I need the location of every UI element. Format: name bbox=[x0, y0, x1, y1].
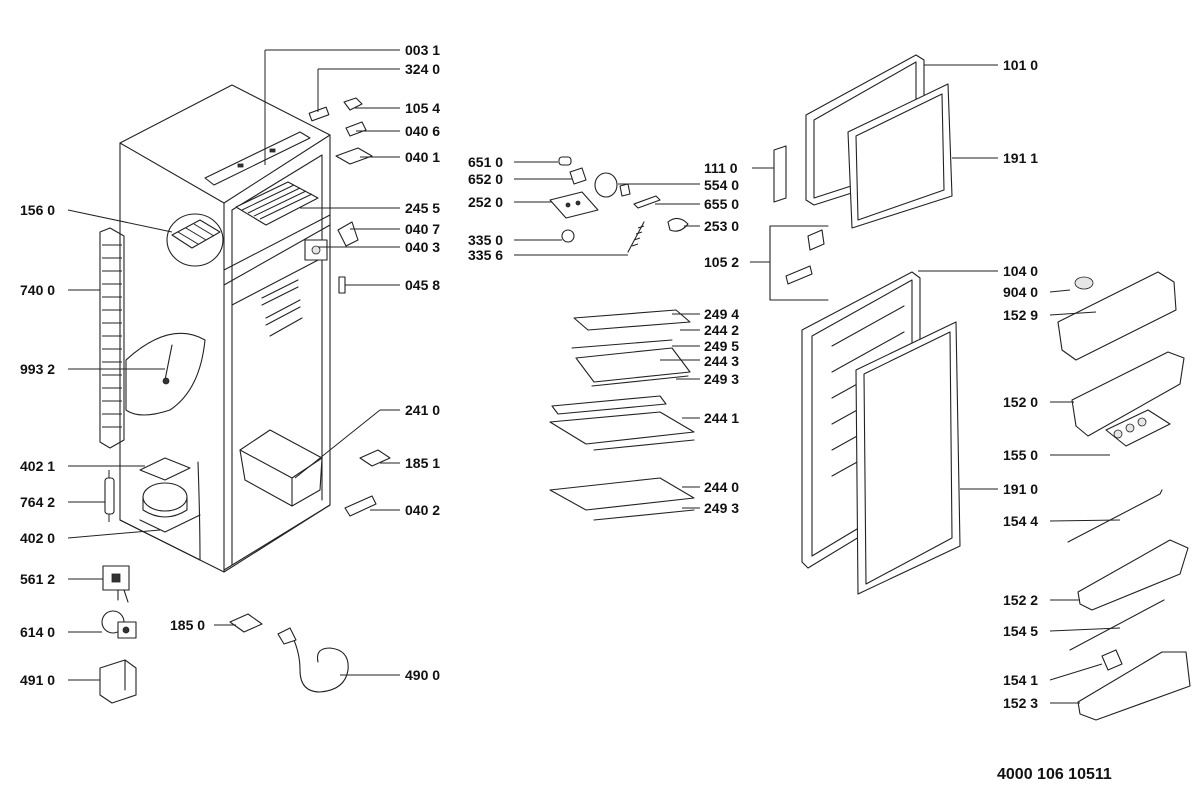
dryer-filter bbox=[104, 470, 115, 522]
small-parts bbox=[229, 97, 391, 633]
part-label: 993 2 bbox=[20, 361, 56, 377]
thermostat-parts bbox=[549, 156, 689, 253]
part-label: 651 0 bbox=[468, 154, 504, 170]
part-label: 152 0 bbox=[1003, 394, 1039, 410]
ice-tray-bubble bbox=[166, 213, 224, 267]
part-label: 402 0 bbox=[20, 530, 56, 546]
part-label: 003 1 bbox=[405, 42, 441, 58]
part-label: 045 8 bbox=[405, 277, 441, 293]
part-label: 904 0 bbox=[1003, 284, 1039, 300]
part-label: 152 3 bbox=[1003, 695, 1039, 711]
part-label: 185 0 bbox=[170, 617, 206, 633]
part-label: 040 7 bbox=[405, 221, 441, 237]
part-label: 249 5 bbox=[704, 338, 740, 354]
sensor-bubble bbox=[125, 332, 206, 416]
part-label: 191 0 bbox=[1003, 481, 1039, 497]
105-2-bracket bbox=[769, 225, 829, 301]
glass-shelves bbox=[549, 309, 695, 521]
part-label: 154 4 bbox=[1003, 513, 1039, 529]
part-label: 740 0 bbox=[20, 282, 56, 298]
part-label: 614 0 bbox=[20, 624, 56, 640]
part-label: 101 0 bbox=[1003, 57, 1039, 73]
part-label: 154 5 bbox=[1003, 623, 1039, 639]
part-label: 249 3 bbox=[704, 500, 740, 516]
part-label: 244 2 bbox=[704, 322, 740, 338]
part-label: 402 1 bbox=[20, 458, 56, 474]
freezer-door bbox=[773, 54, 953, 229]
document-number: 4000 106 10511 bbox=[997, 766, 1112, 783]
part-label: 244 3 bbox=[704, 353, 740, 369]
part-label: 154 1 bbox=[1003, 672, 1039, 688]
part-label: 111 0 bbox=[704, 160, 738, 176]
part-label: 491 0 bbox=[20, 672, 56, 688]
part-label: 040 1 bbox=[405, 149, 441, 165]
part-label: 241 0 bbox=[405, 402, 441, 418]
condenser-coil bbox=[99, 227, 125, 449]
part-label: 156 0 bbox=[20, 202, 56, 218]
cabinet-body bbox=[119, 84, 331, 573]
part-label: 652 0 bbox=[468, 171, 504, 187]
part-label: 335 0 bbox=[468, 232, 504, 248]
part-label: 152 2 bbox=[1003, 592, 1039, 608]
part-label: 249 4 bbox=[704, 306, 740, 322]
part-label: 105 2 bbox=[704, 254, 740, 270]
part-label: 105 4 bbox=[405, 100, 441, 116]
part-label: 764 2 bbox=[20, 494, 56, 510]
part-label: 655 0 bbox=[704, 196, 740, 212]
part-label: 561 2 bbox=[20, 571, 56, 587]
part-label: 253 0 bbox=[704, 218, 740, 234]
part-label: 324 0 bbox=[405, 61, 441, 77]
door-bins bbox=[1057, 271, 1191, 721]
part-label: 191 1 bbox=[1003, 150, 1039, 166]
part-label: 040 3 bbox=[405, 239, 441, 255]
part-label: 185 1 bbox=[405, 455, 441, 471]
part-label: 252 0 bbox=[468, 194, 504, 210]
leader-lines bbox=[67, 49, 1121, 704]
power-cord bbox=[277, 627, 349, 693]
part-label: 244 1 bbox=[704, 410, 740, 426]
part-label: 249 3 bbox=[704, 371, 740, 387]
part-label: 155 0 bbox=[1003, 447, 1039, 463]
relay bbox=[102, 565, 130, 603]
compressor bbox=[139, 457, 201, 533]
fridge-door bbox=[801, 271, 961, 595]
part-label: 040 2 bbox=[405, 502, 441, 518]
part-label: 335 6 bbox=[468, 247, 504, 263]
crisper-drawer bbox=[239, 429, 323, 507]
part-label: 554 0 bbox=[704, 177, 740, 193]
part-label: 040 6 bbox=[405, 123, 441, 139]
overload-protector bbox=[101, 610, 137, 639]
relay-cover bbox=[99, 659, 137, 704]
part-label: 490 0 bbox=[405, 667, 441, 683]
part-label: 152 9 bbox=[1003, 307, 1039, 323]
part-label: 244 0 bbox=[704, 479, 740, 495]
part-label: 104 0 bbox=[1003, 263, 1039, 279]
part-label: 245 5 bbox=[405, 200, 441, 216]
